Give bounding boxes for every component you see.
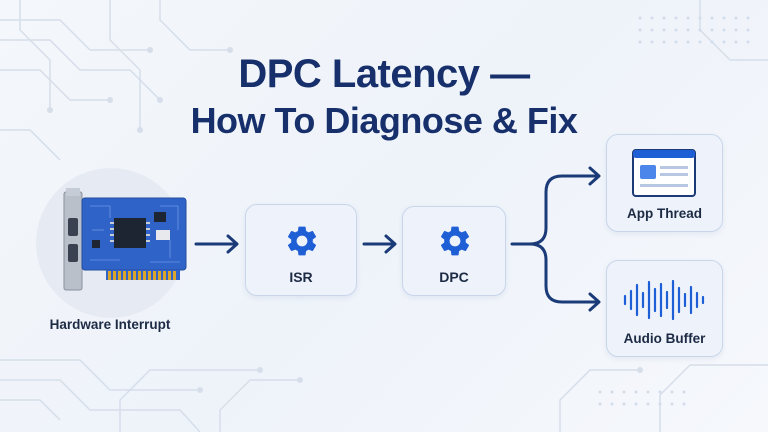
gear-icon [287,226,317,256]
isr-label: ISR [289,269,313,285]
gear-icon [440,226,470,256]
title-line-2: How To Diagnose & Fix [190,100,578,141]
title-line-1: DPC Latency — [238,52,530,96]
audio-waveform-icon [623,279,705,321]
app-window-icon [632,149,696,197]
app-thread-label: App Thread [626,206,702,221]
hardware-interrupt-label: Hardware Interrupt [49,317,171,332]
audio-buffer-label: Audio Buffer [623,331,706,346]
dpc-label: DPC [439,269,469,285]
app-thread-node: App Thread [606,134,723,232]
isr-node: ISR [245,204,357,296]
dpc-node: DPC [402,206,506,296]
network-card-icon [63,188,187,291]
audio-buffer-node: Audio Buffer [606,260,723,357]
